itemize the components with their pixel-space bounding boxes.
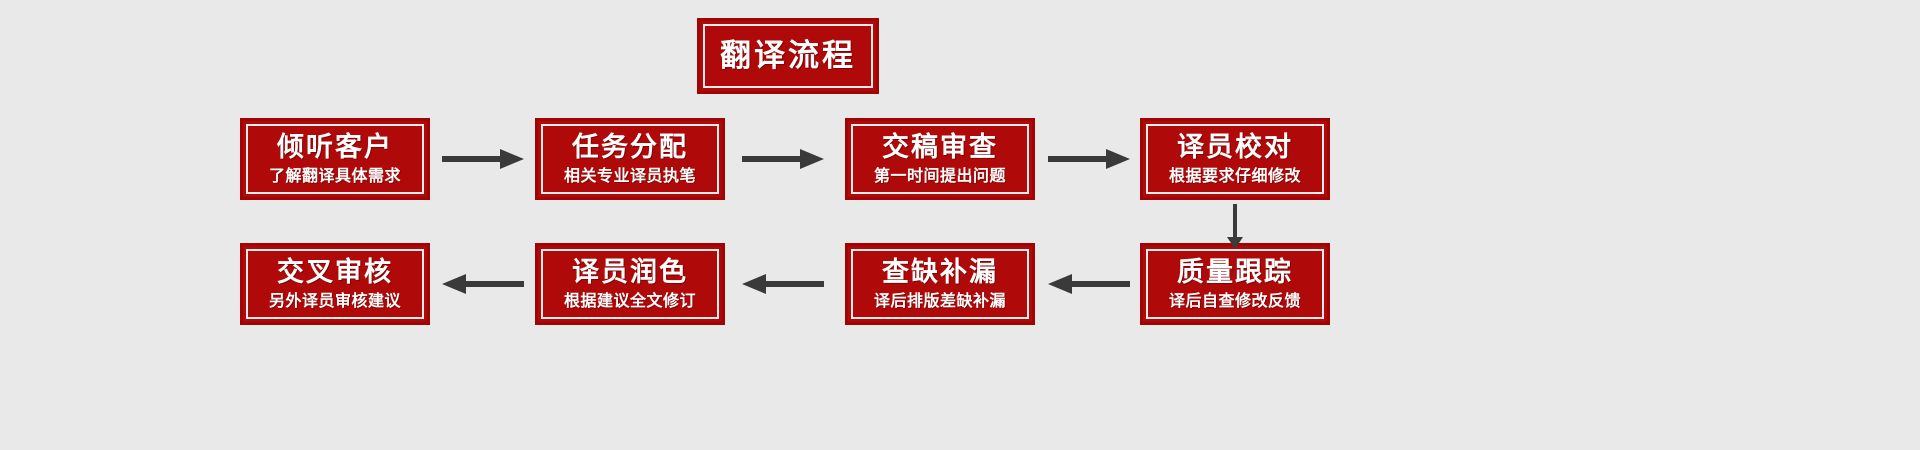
step-subtitle-7: 根据建议全文修订: [563, 291, 696, 310]
step-subtitle-4: 根据要求仔细修改: [1168, 166, 1301, 185]
arrow-right-icon-2-to-3: [740, 146, 826, 172]
step-box-3[interactable]: 交稿审查 第一时间提出问题: [845, 118, 1035, 200]
arrow-right-icon-3-to-4: [1046, 146, 1132, 172]
step-subtitle-3: 第一时间提出问题: [873, 166, 1006, 185]
arrow-left-icon-5-to-6: [1046, 271, 1132, 297]
step-title-6: 查缺补漏: [882, 257, 998, 288]
step-title-8: 交叉审核: [277, 257, 393, 288]
step-box-1[interactable]: 倾听客户 了解翻译具体需求: [240, 118, 430, 200]
arrow-left-icon-6-to-7: [740, 271, 826, 297]
step-subtitle-2: 相关专业译员执笔: [563, 166, 696, 185]
step-subtitle-8: 另外译员审核建议: [268, 291, 401, 310]
arrow-down-icon-4-to-5: [1222, 203, 1248, 251]
step-box-4[interactable]: 译员校对 根据要求仔细修改: [1140, 118, 1330, 200]
arrow-right-icon-1-to-2: [440, 146, 526, 172]
step-subtitle-6: 译后排版差缺补漏: [873, 291, 1006, 310]
step-title-4: 译员校对: [1177, 132, 1293, 163]
step-box-8[interactable]: 交叉审核 另外译员审核建议: [240, 243, 430, 325]
step-title-5: 质量跟踪: [1177, 257, 1293, 288]
step-title-2: 任务分配: [572, 132, 688, 163]
step-title-7: 译员润色: [572, 257, 688, 288]
step-title-1: 倾听客户: [277, 132, 393, 163]
step-box-6[interactable]: 查缺补漏 译后排版差缺补漏: [845, 243, 1035, 325]
step-box-2[interactable]: 任务分配 相关专业译员执笔: [535, 118, 725, 200]
step-title-3: 交稿审查: [882, 132, 998, 163]
step-subtitle-1: 了解翻译具体需求: [268, 166, 401, 185]
step-subtitle-5: 译后自查修改反馈: [1168, 291, 1301, 310]
arrow-left-icon-7-to-8: [440, 271, 526, 297]
step-box-7[interactable]: 译员润色 根据建议全文修订: [535, 243, 725, 325]
diagram-title-text: 翻译流程: [720, 37, 856, 74]
step-box-5[interactable]: 质量跟踪 译后自查修改反馈: [1140, 243, 1330, 325]
diagram-title-box: 翻译流程: [697, 18, 879, 94]
